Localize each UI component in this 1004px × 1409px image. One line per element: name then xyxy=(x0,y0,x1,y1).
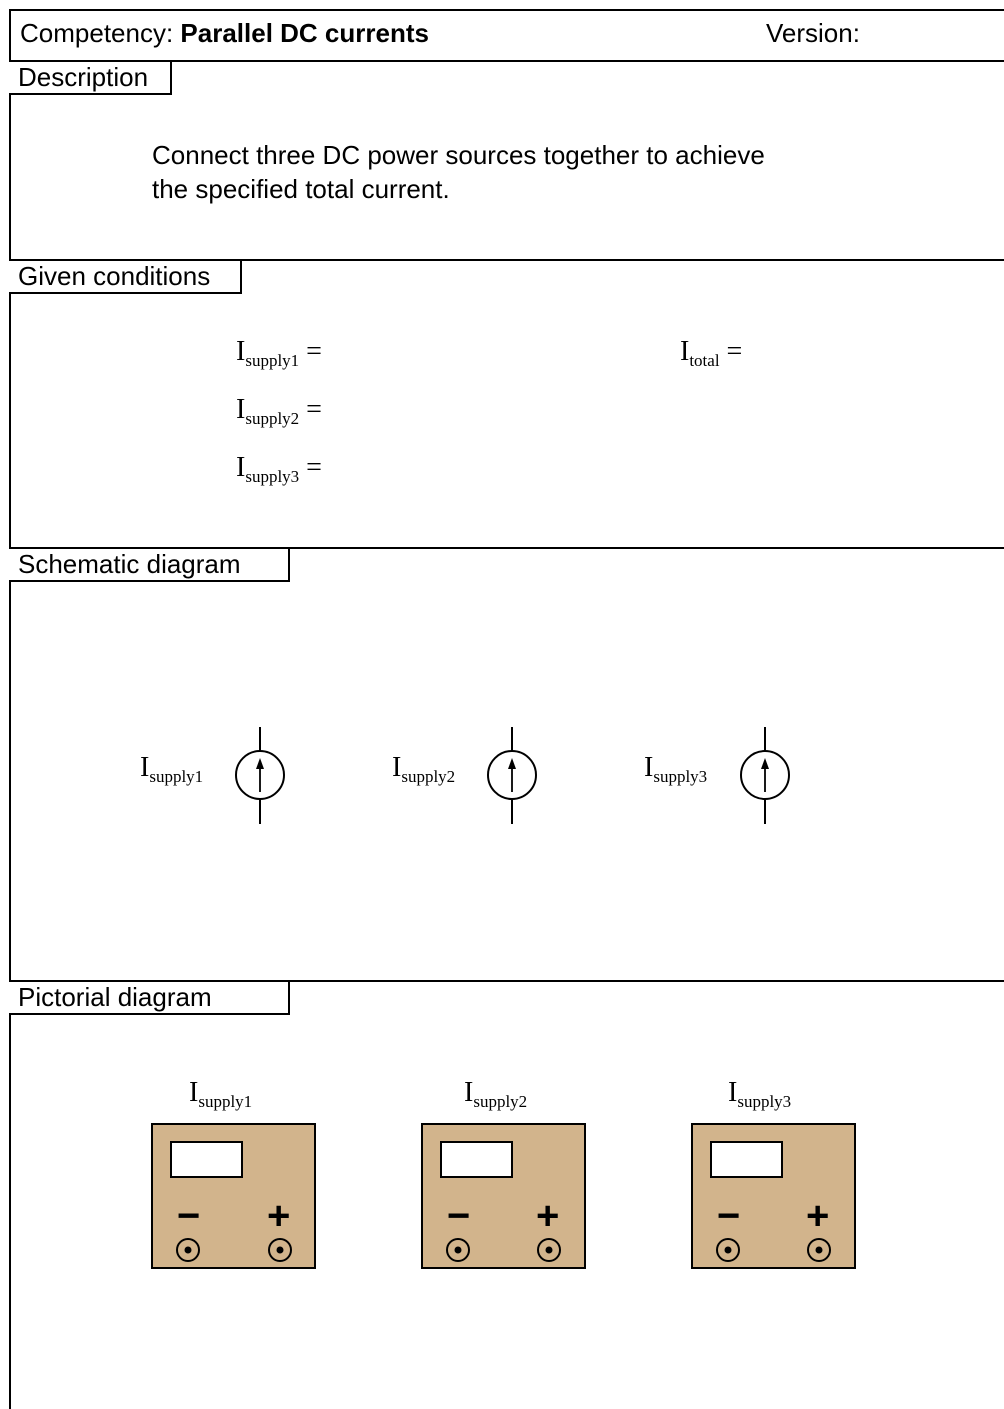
pictorial-label-supply3-symbol: I xyxy=(728,1077,738,1108)
schematic-label-supply3-symbol: I xyxy=(644,752,654,783)
current-source-symbol-3 xyxy=(740,727,790,824)
schematic-label-supply1-symbol: I xyxy=(140,752,150,783)
pictorial-label-supply1-sub: supply1 xyxy=(198,1092,253,1111)
power-supply-2-negative-terminal xyxy=(446,1238,470,1262)
given-total-eq: = xyxy=(726,336,743,367)
divider-pictorial xyxy=(9,980,1004,982)
section-label-description: Description xyxy=(9,62,172,95)
given-supply3: Isupply3 = xyxy=(236,454,322,491)
description-line-2: the specified total current. xyxy=(152,174,450,204)
given-supply2-eq: = xyxy=(306,394,322,425)
given-supply3-sub: supply3 xyxy=(245,467,300,486)
current-source-symbol-1 xyxy=(235,727,285,824)
worksheet-frame xyxy=(9,9,1004,1409)
pictorial-label-supply2-symbol: I xyxy=(464,1077,474,1108)
given-total: Itotal = xyxy=(680,338,742,375)
power-supply-3-negative-terminal xyxy=(716,1238,740,1262)
section-label-pictorial: Pictorial diagram xyxy=(9,982,290,1015)
power-supply-2-display xyxy=(440,1141,513,1178)
pictorial-label-supply3-sub: supply3 xyxy=(737,1092,792,1111)
power-supply-1-negative-terminal xyxy=(176,1238,200,1262)
schematic-label-supply3-sub: supply3 xyxy=(653,767,708,786)
given-total-sub: total xyxy=(689,351,720,370)
schematic-label-supply2-sub: supply2 xyxy=(401,767,456,786)
schematic-label-supply3: Isupply3 xyxy=(644,752,707,787)
competency-name: Parallel DC currents xyxy=(180,18,429,48)
supply2-minus-mark: − xyxy=(447,1194,471,1238)
given-supply2: Isupply2 = xyxy=(236,396,322,433)
pictorial-label-supply1-symbol: I xyxy=(189,1077,199,1108)
current-source-symbol-2 xyxy=(487,727,537,824)
supply2-plus-mark: + xyxy=(536,1194,560,1238)
given-supply3-eq: = xyxy=(306,452,322,483)
schematic-label-supply1: Isupply1 xyxy=(140,752,203,787)
supply1-plus-mark: + xyxy=(267,1194,291,1238)
supply1-minus-mark: − xyxy=(177,1194,201,1238)
given-supply2-sub: supply2 xyxy=(245,409,300,428)
given-supply1: Isupply1 = xyxy=(236,338,322,375)
schematic-label-supply2-symbol: I xyxy=(392,752,402,783)
version-label: Version: xyxy=(766,18,860,48)
power-supply-2-positive-terminal xyxy=(537,1238,561,1262)
divider-description xyxy=(9,60,1004,62)
schematic-label-supply2: Isupply2 xyxy=(392,752,455,787)
competency-label: Competency: xyxy=(20,18,174,48)
power-supply-2 xyxy=(421,1123,586,1269)
power-supply-3-positive-terminal xyxy=(807,1238,831,1262)
given-supply1-eq: = xyxy=(306,336,322,367)
power-supply-1-positive-terminal xyxy=(268,1238,292,1262)
power-supply-3-display xyxy=(710,1141,783,1178)
given-supply1-sub: supply1 xyxy=(245,351,300,370)
pictorial-label-supply2: Isupply2 xyxy=(464,1077,527,1112)
description-text: Connect three DC power sources together … xyxy=(152,138,912,206)
given-supply2-symbol: I xyxy=(236,394,246,425)
supply3-minus-mark: − xyxy=(717,1194,741,1238)
given-supply1-symbol: I xyxy=(236,336,246,367)
given-supply3-symbol: I xyxy=(236,452,246,483)
divider-schematic xyxy=(9,547,1004,549)
description-line-1: Connect three DC power sources together … xyxy=(152,140,765,170)
divider-given xyxy=(9,259,1004,261)
pictorial-label-supply2-sub: supply2 xyxy=(473,1092,528,1111)
supply3-plus-mark: + xyxy=(806,1194,830,1238)
given-total-symbol: I xyxy=(680,336,690,367)
pictorial-label-supply1: Isupply1 xyxy=(189,1077,252,1112)
competency-title: Competency: Parallel DC currents xyxy=(20,18,429,49)
schematic-label-supply1-sub: supply1 xyxy=(149,767,204,786)
power-supply-1 xyxy=(151,1123,316,1269)
pictorial-label-supply3: Isupply3 xyxy=(728,1077,791,1112)
section-label-schematic: Schematic diagram xyxy=(9,549,290,582)
section-label-given: Given conditions xyxy=(9,261,242,294)
power-supply-1-display xyxy=(170,1141,243,1178)
power-supply-3 xyxy=(691,1123,856,1269)
